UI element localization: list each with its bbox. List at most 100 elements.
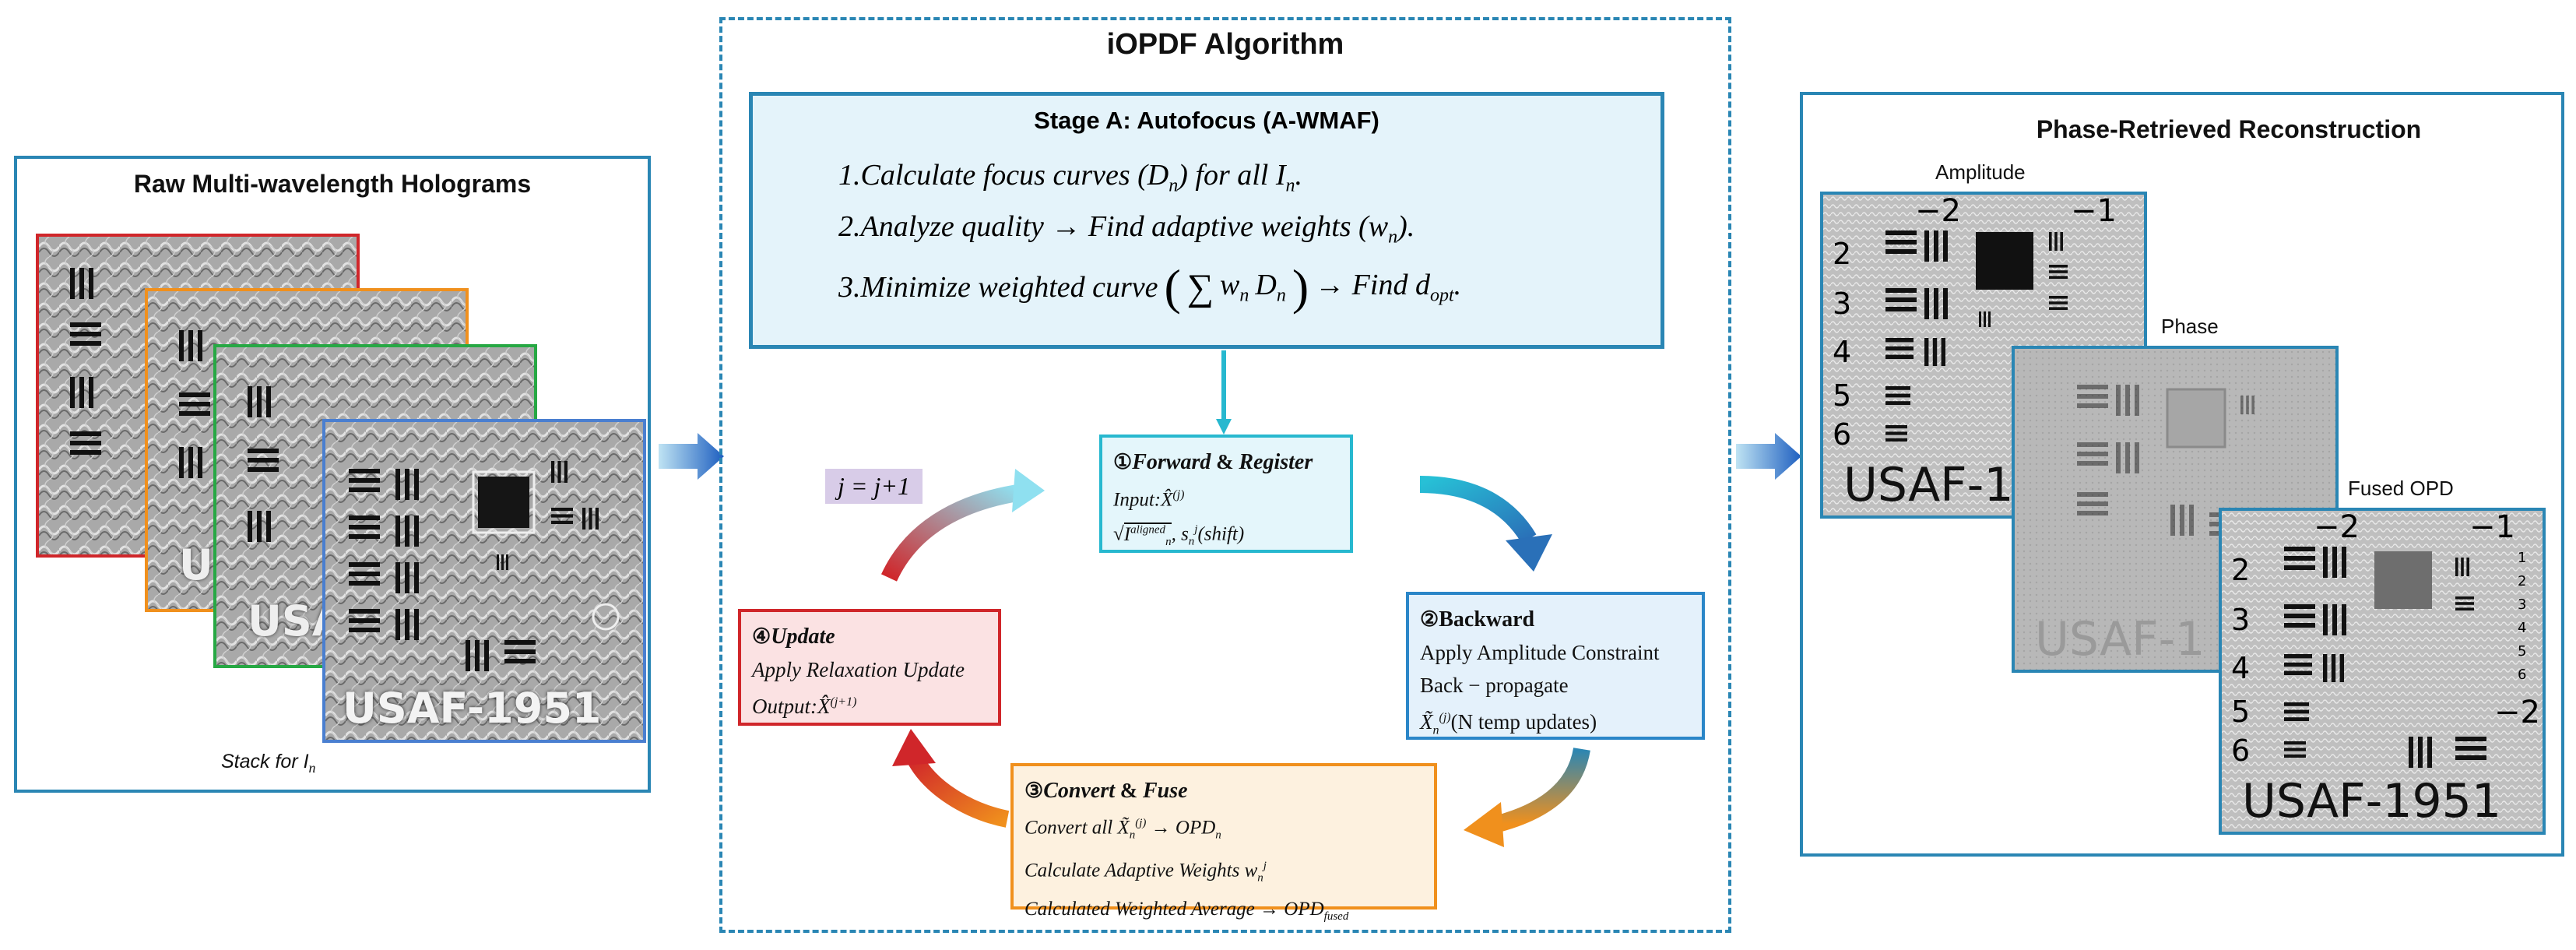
fused-row-6: 6 — [2231, 734, 2251, 768]
amplitude-row-2: 2 — [1833, 237, 1852, 271]
step1-sub: n — [1169, 175, 1179, 196]
step1-sub2: n — [1285, 175, 1295, 196]
update-box: ④Update Apply Relaxation Update Output:X… — [738, 609, 1001, 726]
flow-arrow-right-icon — [1736, 433, 1801, 480]
step3-paren-open: ( — [1164, 259, 1181, 315]
forward-line-2: √Ialignedn, snj(shift) — [1113, 516, 1339, 554]
stack-caption-sub: n — [308, 760, 316, 776]
loop-counter-label: j = j+1 — [825, 469, 923, 504]
forward-title2-text: Register — [1239, 450, 1313, 474]
stage-a-connector-icon — [1216, 350, 1232, 435]
fused-small-6: 6 — [2518, 667, 2527, 683]
step1-text: 1.Calculate focus curves (D — [838, 159, 1169, 192]
convert-line-1: Convert all X̃n(j) → OPDn — [1024, 808, 1423, 850]
step3-arrow-text: → Find d — [1315, 269, 1430, 302]
algorithm-title: iOPDF Algorithm — [1106, 28, 1344, 61]
step3-w: wn — [1220, 268, 1249, 307]
backward-num: ② — [1420, 607, 1439, 631]
forward-root-content: Ialignedn — [1123, 522, 1172, 548]
forward-amp: & — [1216, 450, 1234, 473]
phase-usaf-text: USAF-1 — [2035, 612, 2205, 667]
forward-end: (shift) — [1197, 523, 1245, 545]
fused-row-5: 5 — [2231, 695, 2251, 729]
stage-a-box: Stage A: Autofocus (A-WMAF) 1.Calculate … — [749, 92, 1664, 349]
step3-d-text: D — [1255, 269, 1277, 302]
backward-box: ②Backward Apply Amplitude Constraint Bac… — [1406, 592, 1705, 740]
step3-text: 3.Minimize weighted curve — [838, 271, 1158, 304]
raw-holograms-panel: Raw Multi-wavelength Holograms US USA — [14, 156, 651, 793]
step2-end: ). — [1397, 210, 1415, 243]
arrow-backward-to-convert-icon — [1464, 747, 1590, 847]
convert-line3-text: Calculated Weighted Average → OPD — [1024, 898, 1324, 920]
fused-right-bottom-num: −2 — [2494, 695, 2540, 730]
convert-line-3: Calculated Weighted Average → OPDfused — [1024, 894, 1423, 932]
forward-I-sub: n — [1165, 535, 1172, 548]
step3-find: → Find dopt. — [1315, 268, 1461, 307]
backward-line3-end: (N temp updates) — [1450, 710, 1597, 734]
forward-I: I — [1123, 523, 1131, 545]
convert-amp: & — [1119, 779, 1138, 802]
fused-row-2: 2 — [2231, 553, 2251, 587]
convert-line1-text: Convert all X̃ — [1024, 817, 1130, 839]
step3-d-sub: n — [1276, 285, 1286, 306]
amplitude-top-left-num: −2 — [1915, 193, 1961, 229]
amplitude-row-4: 4 — [1833, 335, 1852, 369]
amplitude-top-right-num: −1 — [2071, 193, 2117, 229]
arrow-update-to-forward-icon — [880, 469, 1045, 582]
convert-line1-sub: n — [1129, 829, 1136, 842]
convert-line1-end-sub: n — [1215, 829, 1221, 842]
forward-I-sup: aligned — [1130, 523, 1166, 537]
step3-end: . — [1453, 269, 1462, 302]
update-line-2: Output:X̂(j+1) — [752, 686, 987, 723]
update-num: ④ — [752, 625, 771, 648]
forward-s-sup: j — [1194, 523, 1198, 537]
forward-title-text: Forward — [1132, 450, 1211, 474]
amplitude-row-5: 5 — [1833, 378, 1852, 413]
convert-line3-sub: fused — [1323, 910, 1349, 923]
step3-paren-close: ) — [1292, 259, 1309, 315]
backward-line-3: X̃n(j)(N temp updates) — [1420, 702, 1691, 747]
fused-top-right-num: −1 — [2469, 509, 2515, 545]
fused-small-1: 1 — [2518, 550, 2527, 566]
reconstruction-panel: Phase-Retrieved Reconstruction Amplitude… — [1800, 92, 2564, 857]
backward-line3-text: X̃ — [1420, 710, 1433, 734]
fused-usaf-text: USAF-1951 — [2242, 774, 2502, 829]
forward-s-sub: n — [1188, 535, 1195, 548]
arrow-convert-to-update-icon — [892, 729, 1010, 828]
convert-line1-sup: (j) — [1135, 817, 1147, 829]
loop-arrows — [880, 469, 1590, 847]
stage-a-title: Stage A: Autofocus (A-WMAF) — [1034, 107, 1379, 134]
fused-small-4: 4 — [2518, 620, 2527, 636]
backward-title-text: Backward — [1439, 607, 1535, 632]
fused-small-3: 3 — [2518, 596, 2527, 613]
fused-small-2: 2 — [2518, 573, 2527, 589]
stack-caption: Stack for In — [221, 751, 316, 776]
step3-d: Dn — [1255, 268, 1285, 307]
phase-label: Phase — [2161, 315, 2219, 338]
forward-line1-text: Input:X̂ — [1113, 489, 1173, 511]
stage-a-step-1: 1.Calculate focus curves (Dn) for all In… — [838, 158, 1302, 197]
step2-sub: n — [1388, 227, 1398, 248]
step3-sum: ∑ — [1186, 266, 1214, 308]
fused-row-3: 3 — [2231, 603, 2251, 637]
convert-title-text: Convert — [1043, 779, 1115, 803]
convert-line2-sup: j — [1263, 860, 1267, 873]
amplitude-row-6: 6 — [1833, 417, 1852, 452]
arrow-forward-to-backward-icon — [1419, 476, 1552, 572]
convert-num: ③ — [1024, 779, 1044, 802]
forward-line1-sup: (j) — [1172, 488, 1185, 501]
convert-line2-text: Calculate Adaptive Weights w — [1024, 860, 1258, 881]
fused-row-4: 4 — [2231, 651, 2251, 685]
forward-root: √ — [1113, 523, 1124, 545]
convert-line-2: Calculate Adaptive Weights wnj — [1024, 850, 1423, 893]
backward-line-1: Apply Amplitude Constraint — [1420, 641, 1660, 664]
step3-sub: opt — [1429, 285, 1454, 306]
update-line2-sup: (j+1) — [830, 695, 857, 709]
update-line2-text: Output:X̂ — [752, 695, 831, 718]
raw-holograms-title: Raw Multi-wavelength Holograms — [133, 170, 532, 198]
fused-opd-label: Fused OPD — [2348, 477, 2454, 500]
convert-title2-text: Fuse — [1143, 779, 1188, 803]
convert-fuse-box: ③Convert & Fuse Convert all X̃n(j) → OPD… — [1010, 763, 1437, 923]
forward-num: ① — [1113, 450, 1133, 473]
stage-a-step-2: 2.Analyze quality → Find adaptive weight… — [838, 209, 1415, 248]
